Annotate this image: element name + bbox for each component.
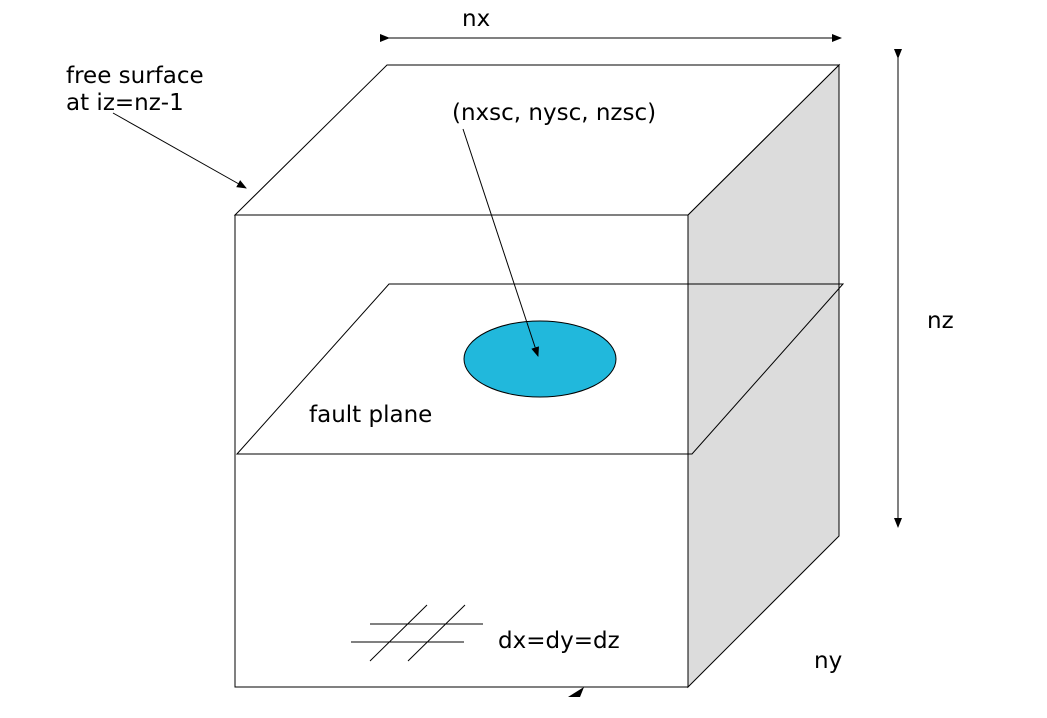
free-surface-label-line1: free surface — [66, 63, 204, 89]
nx-label: nx — [462, 6, 491, 32]
box-front-face — [234, 214, 689, 688]
source-ellipse — [463, 320, 617, 398]
source-arrow — [462, 128, 539, 357]
hash-grid-icon — [351, 604, 483, 662]
source-point-label: (nxsc, nysc, nzsc) — [452, 100, 657, 126]
free-surface-arrow — [112, 112, 247, 189]
ny-label: ny — [814, 648, 843, 674]
ny-arrowhead-icon — [568, 687, 584, 697]
fault-plane-shape — [235, 283, 845, 455]
grid-spacing-label: dx=dy=dz — [498, 628, 620, 654]
free-surface-label-line2: at iz=nz-1 — [66, 90, 184, 116]
fault-plane-label: fault plane — [309, 402, 433, 428]
nz-label: nz — [927, 308, 954, 334]
